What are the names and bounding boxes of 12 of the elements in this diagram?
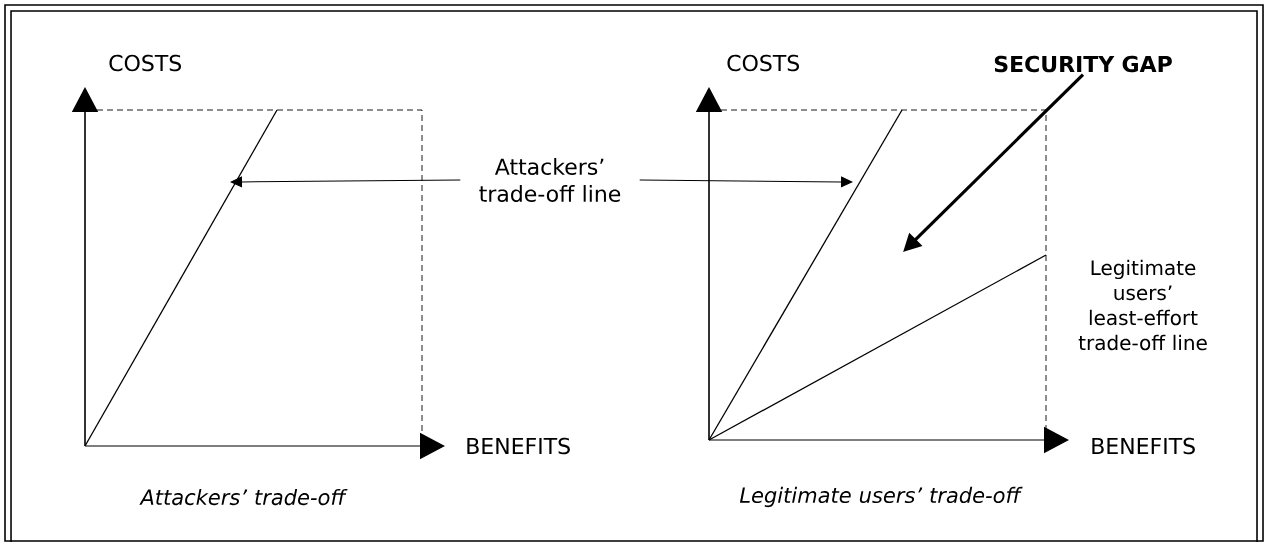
callout-text: Attackers’ trade-off line (479, 158, 621, 202)
chart-caption: Legitimate users’ trade-off (739, 486, 1023, 508)
callout-text: SECURITY GAP (994, 55, 1172, 73)
leader-arrow (230, 176, 461, 188)
leader-arrow (639, 176, 853, 188)
axis-label: BENEFITS (1092, 437, 1195, 455)
line-label: Legitimate users’ least-effort trade-off line (1078, 259, 1207, 351)
chart-caption: Attackers’ trade-off (139, 488, 348, 506)
axis-label: BENEFITS (467, 437, 570, 455)
axis-label: COSTS (727, 54, 799, 72)
leader-arrow (903, 73, 1085, 252)
axis-label: COSTS (109, 54, 181, 72)
